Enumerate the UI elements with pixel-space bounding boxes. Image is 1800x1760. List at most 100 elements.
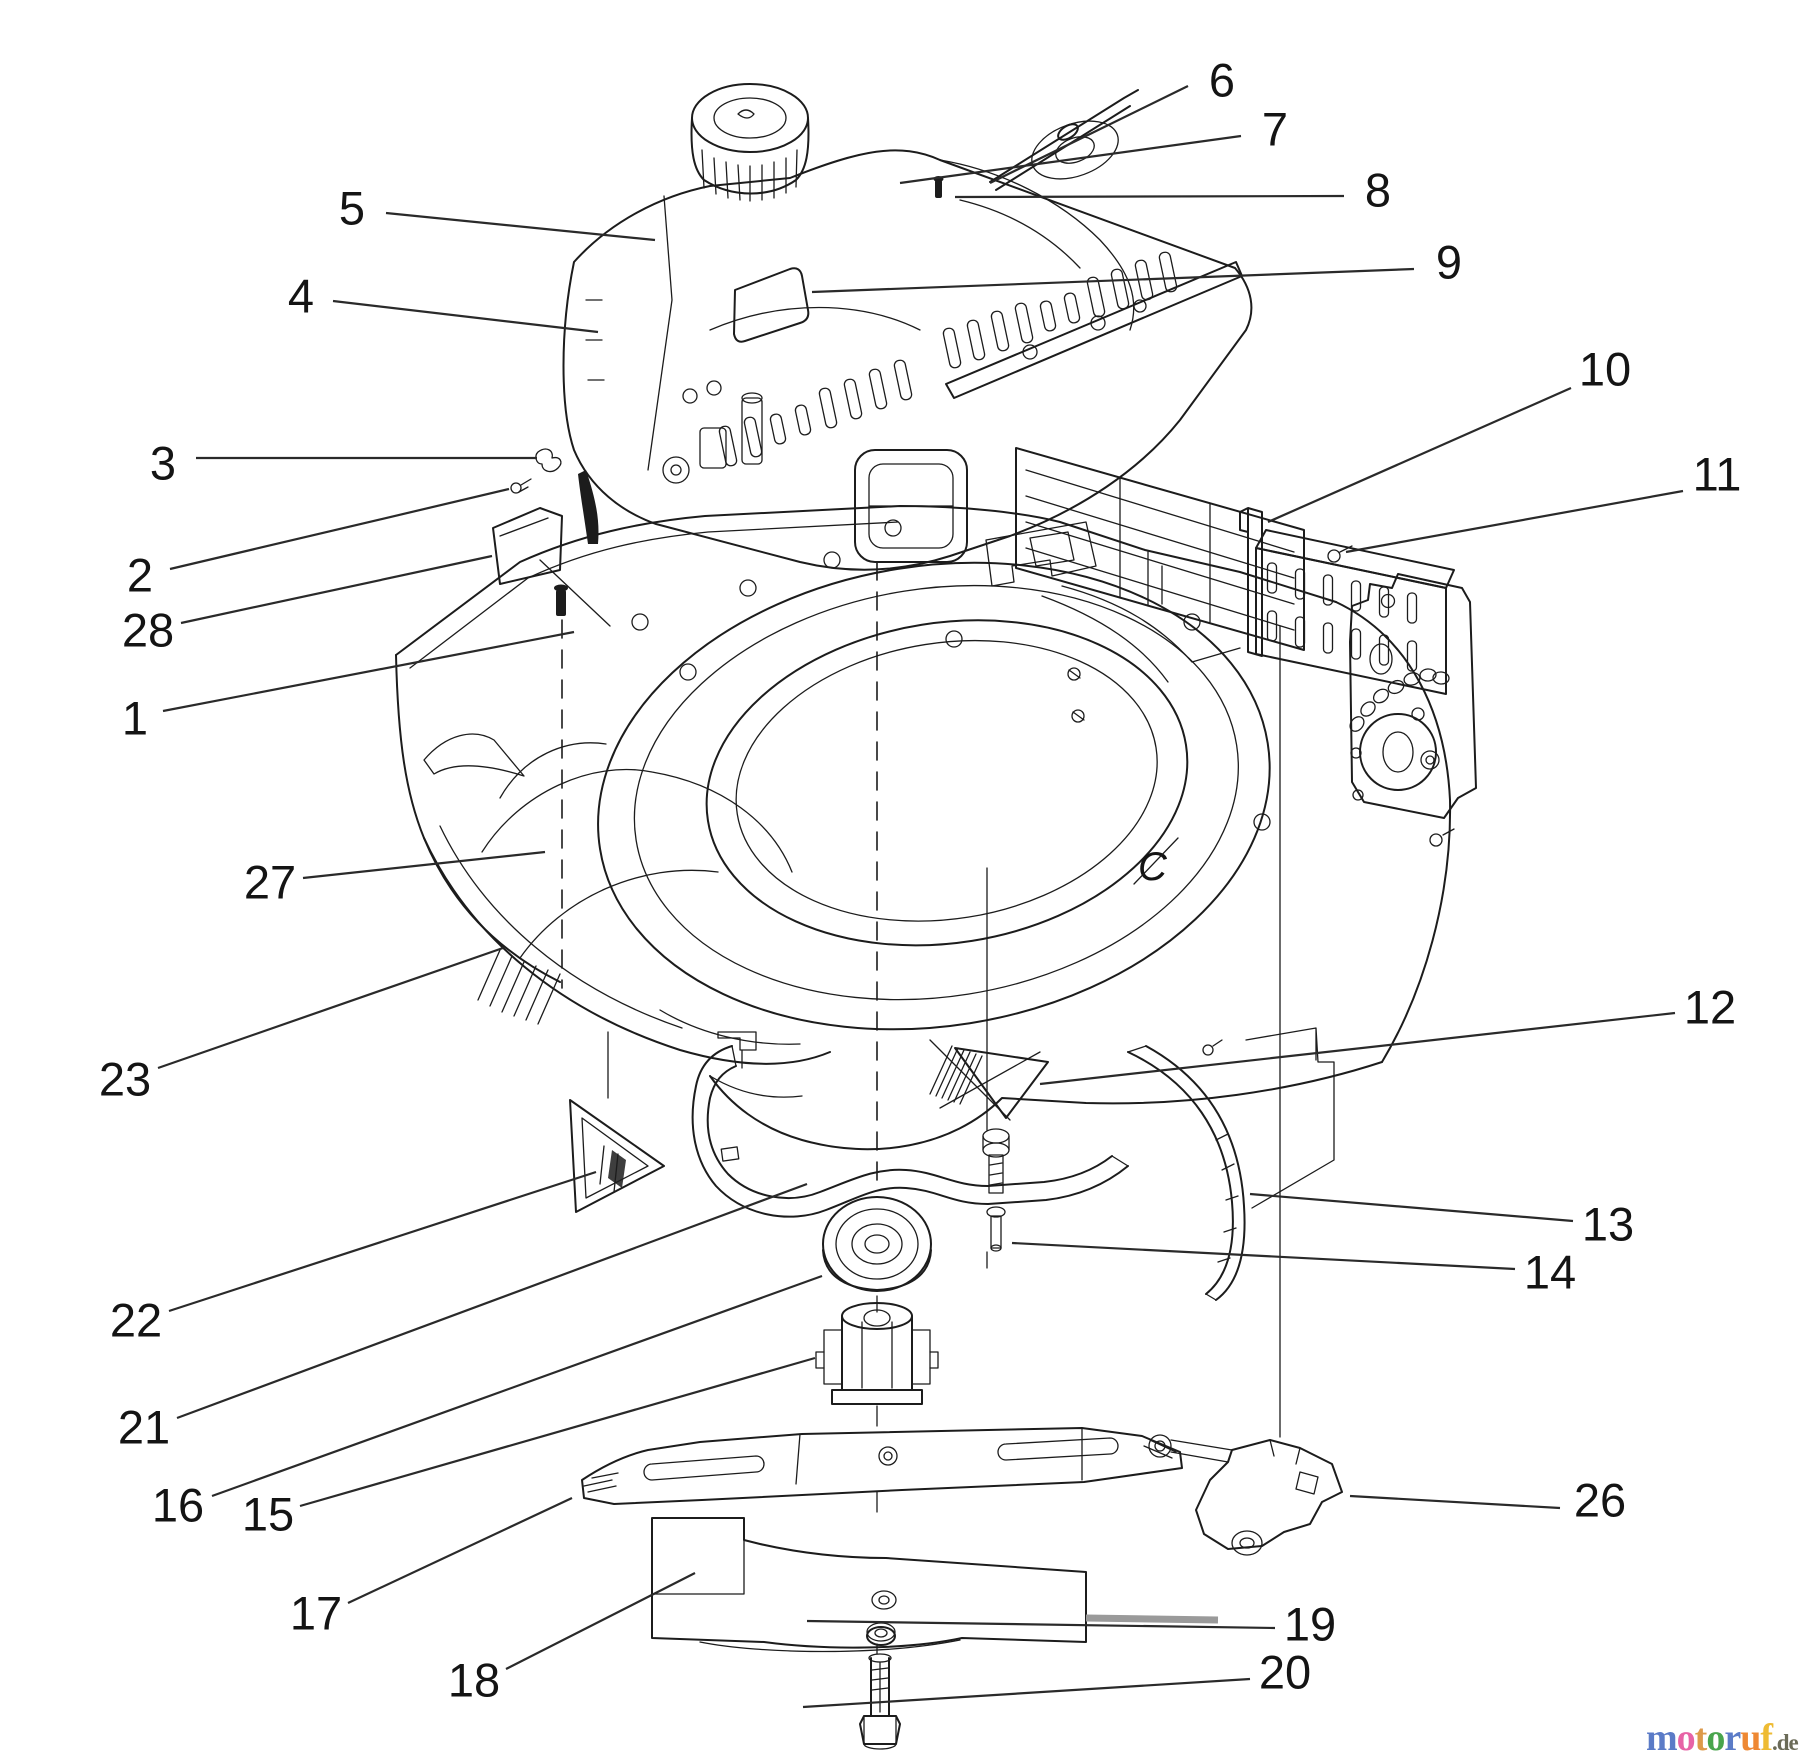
part-number-5: 5 [339,182,365,235]
deck-screws [1067,667,1085,723]
part-number-20: 20 [1259,1646,1311,1699]
stone-guard-18 [651,1517,1219,1653]
screw-part-2 [510,478,532,494]
baffle-12 [929,1039,1049,1121]
part-number-17: 17 [290,1587,342,1640]
callout-line-23 [157,946,504,1070]
bearing-16 [822,1196,932,1292]
watermark-letter: t [1695,1717,1708,1759]
callout-line-27 [302,850,546,880]
callout-line-15 [299,1356,816,1508]
deck-opening-rings [597,561,1271,1031]
blade-17 [581,1427,1183,1505]
part-number-26: 26 [1574,1474,1626,1527]
watermark-suffix: .de [1772,1730,1799,1755]
callout-line-28 [180,554,493,625]
part-number-13: 13 [1582,1198,1634,1251]
part-number-15: 15 [242,1488,294,1541]
blade-adapter-15 [815,1302,939,1405]
part-number-28: 28 [122,604,174,657]
deck-rear-tunnel [1041,551,1241,683]
bolt-part-1 [554,584,568,616]
callout-line-9 [811,267,1415,294]
callout-line-8 [954,194,1345,199]
discharge-guard [1239,507,1455,695]
carburetor-cluster [578,380,763,544]
part-number-11: 11 [1693,448,1742,501]
callout-line-20 [802,1677,1251,1709]
watermark-letter: o [1677,1717,1695,1759]
callout-line-26 [1349,1494,1561,1510]
callout-layer: 1234567891011121314151617181920212223262… [99,54,1742,1709]
part-number-19: 19 [1284,1598,1336,1651]
part-number-22: 22 [110,1294,162,1347]
callout-line-2 [169,487,510,571]
part-number-2: 2 [127,549,153,602]
part-number-14: 14 [1524,1246,1576,1299]
callout-line-4 [332,299,599,334]
part-number-21: 21 [118,1401,170,1454]
discharge-baffle-group [929,1027,1335,1301]
guard-screw-11 [1327,545,1353,563]
triangle-deflector-22 [569,1099,665,1213]
callout-line-16 [211,1274,823,1498]
callout-line-14 [1011,1241,1516,1271]
callout-line-7 [899,134,1242,185]
spindle-stack [691,1031,1129,1405]
part-number-1: 1 [122,692,148,745]
callout-line-12 [1039,1011,1676,1086]
part-number-12: 12 [1684,981,1736,1034]
callout-line-11 [1345,489,1684,554]
part-number-9: 9 [1436,236,1462,289]
bolt-14-upper [982,1128,1010,1194]
clip-part-3 [535,448,562,473]
left-small-parts [492,448,611,627]
height-adjuster-plate [1349,573,1477,847]
vent-panel [1015,447,1305,651]
diagram-artwork: C [395,83,1477,1750]
callout-line-13 [1249,1192,1574,1223]
callout-line-19 [806,1619,1276,1630]
deflector-13 [1127,1027,1335,1301]
watermark-letter: m [1646,1717,1677,1759]
plate-part-28 [492,507,611,627]
blade-group [569,1099,1343,1750]
part-number-18: 18 [448,1654,500,1707]
part-number-4: 4 [288,270,314,323]
watermark: motoruf.de [1646,1717,1799,1759]
callout-line-5 [385,211,656,242]
part-number-7: 7 [1262,103,1288,156]
hinge-bracket-26 [1148,1434,1343,1556]
deck-bolt-holes [631,551,1271,831]
bolt-14-lower [986,1206,1006,1252]
callout-line-22 [168,1170,597,1313]
fuel-cap [690,83,810,202]
brake-bracket-21 [691,1031,1129,1218]
callout-line-18 [505,1572,696,1670]
watermark-letter: o [1706,1717,1724,1759]
rear-guard-group [1015,447,1477,847]
callout-line-21 [176,1182,808,1420]
engine-label-plate [733,267,810,343]
deck-mount-tab [985,521,1097,587]
callout-line-10 [1267,386,1572,524]
deck-front-dome [477,742,793,1025]
part-number-3: 3 [150,437,176,490]
watermark-letter: r [1724,1717,1741,1759]
part-number-16: 16 [152,1479,204,1532]
mower-deck: C [395,505,1452,1151]
centerline-symbol: C [1133,837,1179,889]
callout-line-17 [347,1497,573,1604]
part-number-8: 8 [1365,164,1391,217]
guide-lines [561,561,1281,1655]
baffle-screw [1202,1039,1223,1056]
blade-bolt-20 [859,1653,901,1750]
watermark-letter: f [1760,1717,1774,1759]
part-number-27: 27 [244,856,296,909]
callout-line-1 [162,630,575,713]
part-number-6: 6 [1209,54,1235,107]
centerline-symbol-text: C [1138,845,1168,889]
